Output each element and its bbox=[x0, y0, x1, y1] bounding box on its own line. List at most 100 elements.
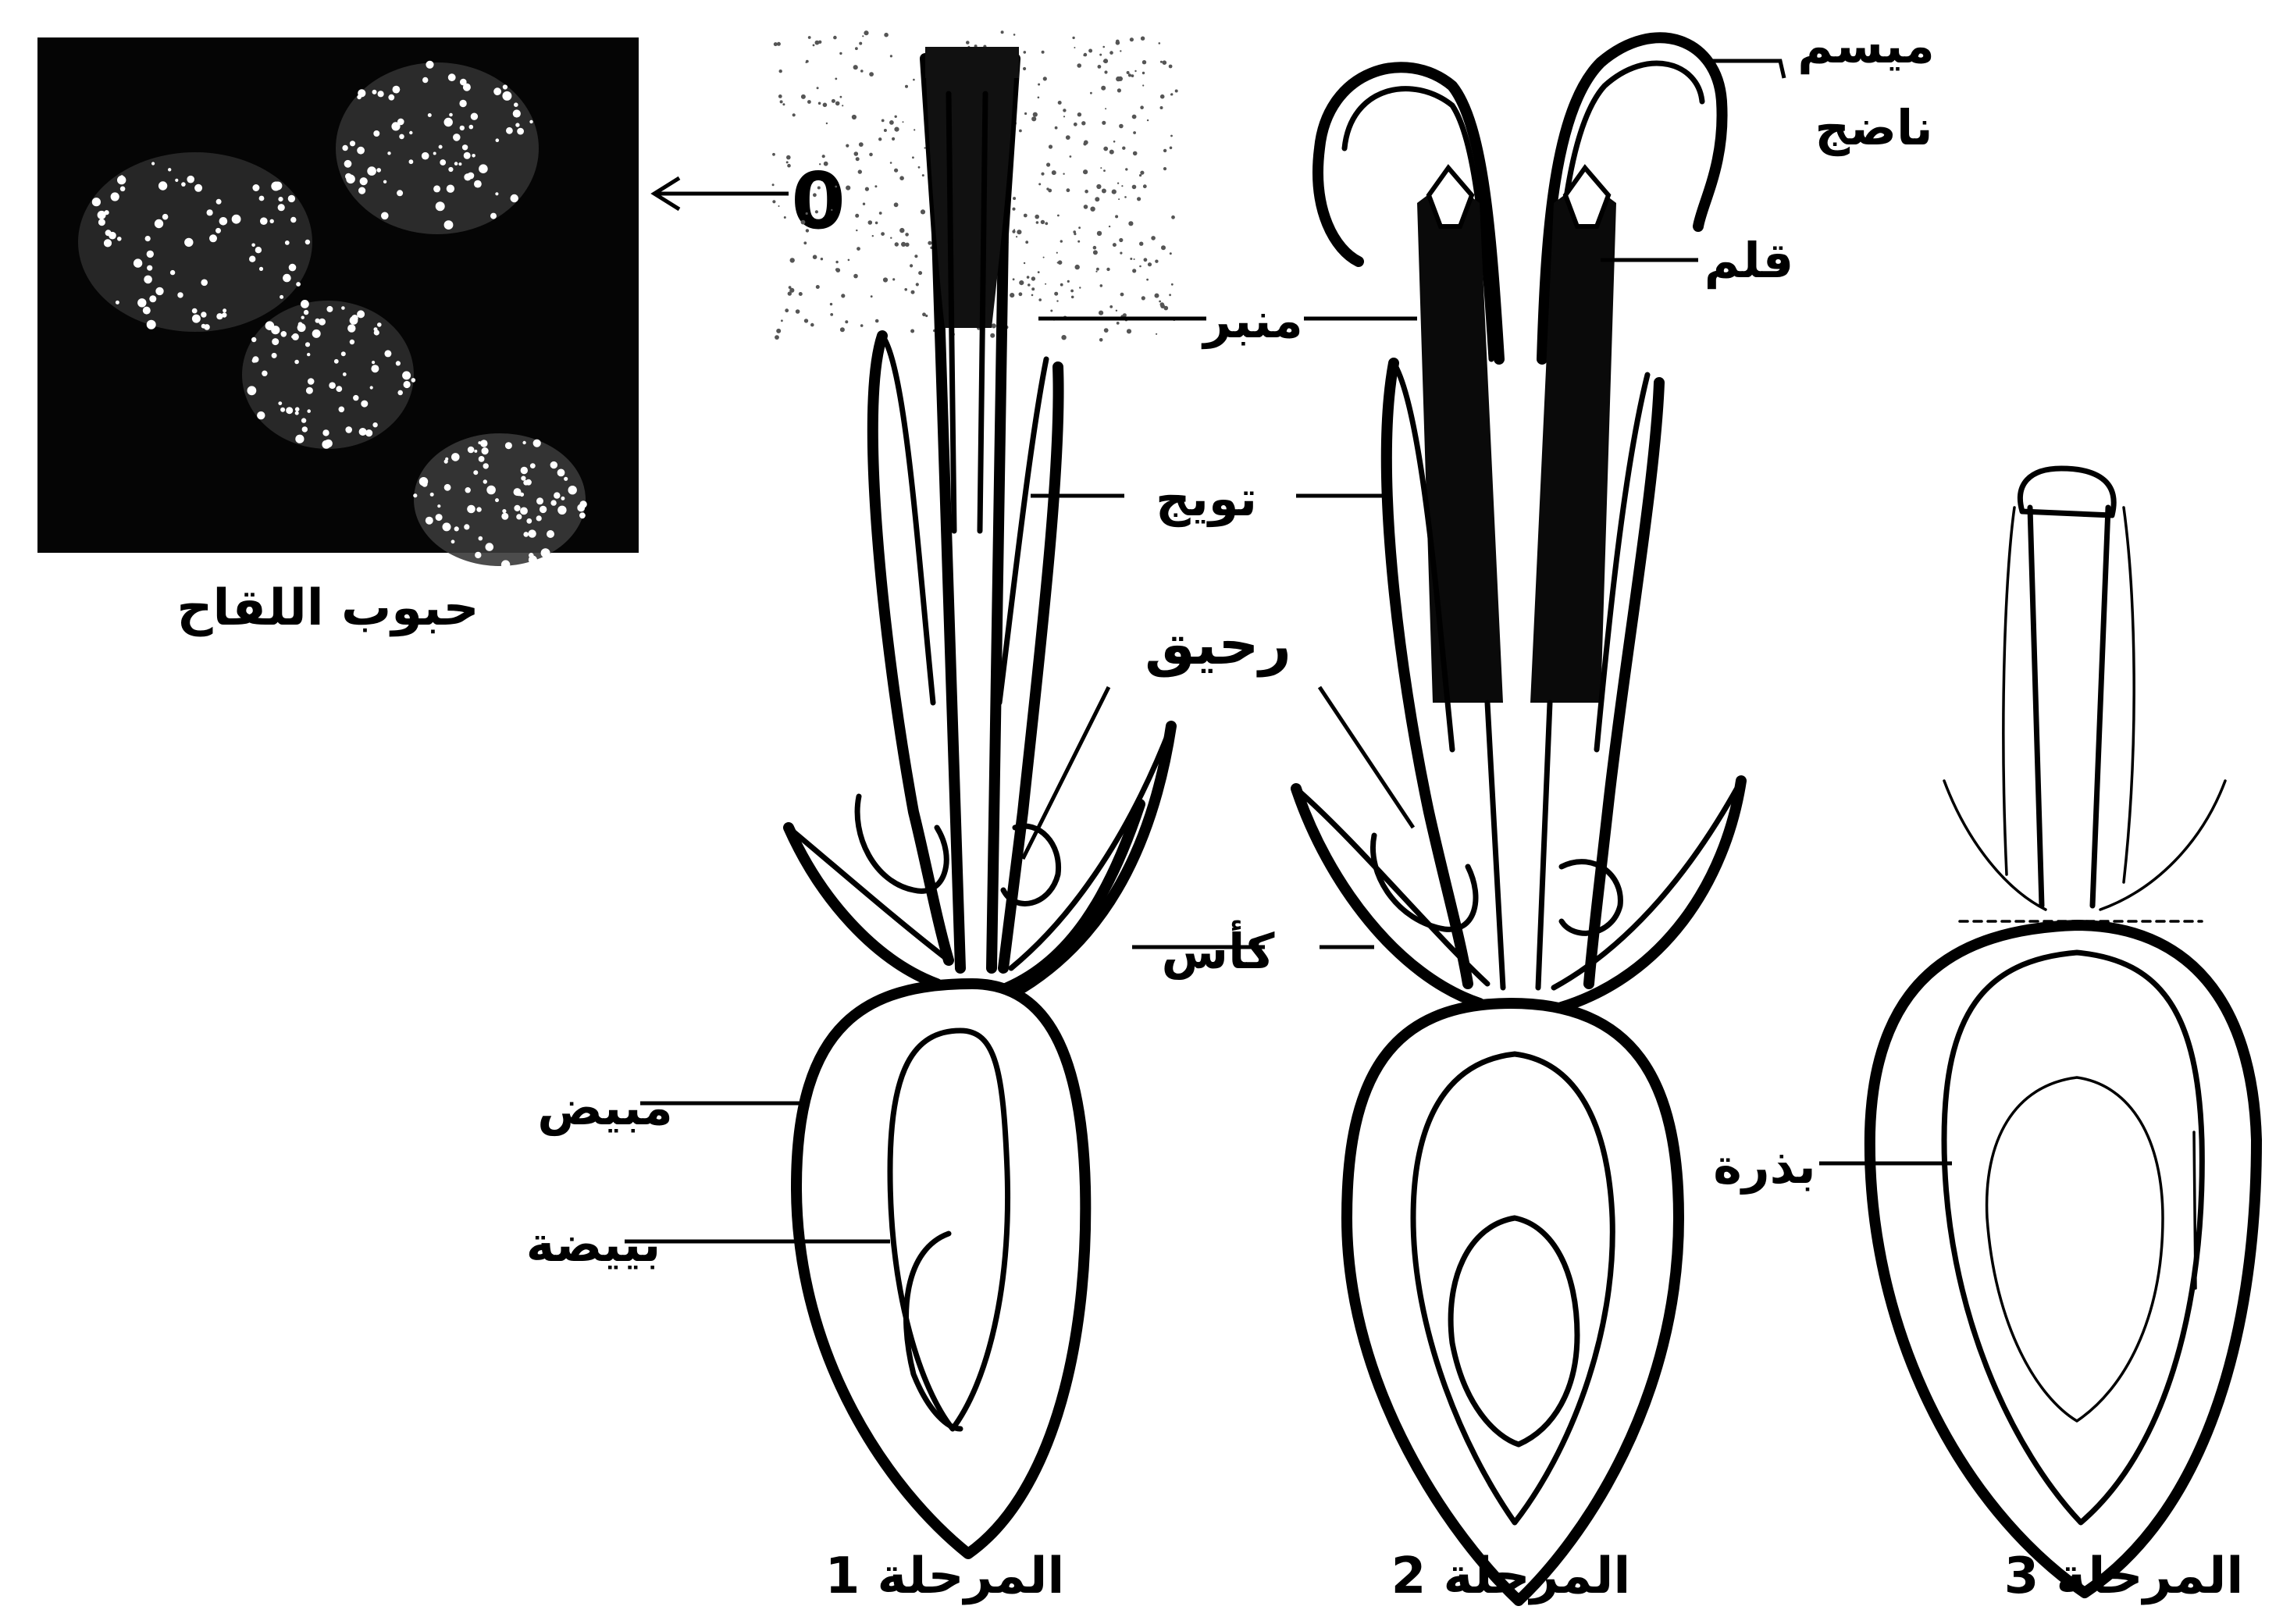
pollen-cloud-dot bbox=[778, 205, 780, 207]
pollen-speck bbox=[288, 195, 295, 202]
pollen-speck bbox=[255, 247, 262, 253]
pollen-cloud-dot bbox=[899, 228, 904, 233]
pollen-speck bbox=[271, 182, 280, 191]
pollen-speck bbox=[184, 238, 193, 247]
pollen-speck bbox=[177, 292, 183, 297]
pollen-cloud-dot bbox=[1038, 183, 1041, 185]
pollen-cloud-dot bbox=[1170, 135, 1173, 137]
pollen-speck bbox=[449, 113, 453, 117]
pollen-cloud-dot bbox=[1134, 258, 1135, 260]
pollen-cloud-dot bbox=[1013, 197, 1016, 200]
pollen-cloud-dot bbox=[852, 115, 857, 119]
pollen-cloud-dot bbox=[1143, 184, 1147, 188]
pollen-cloud-dot bbox=[835, 261, 838, 263]
pollen-speck bbox=[305, 342, 310, 347]
pollen-cloud-dot bbox=[1100, 284, 1103, 287]
pollen-speck bbox=[411, 378, 416, 383]
stage1-label: المرحلة 1 bbox=[825, 1547, 1065, 1605]
pollen-speck bbox=[469, 125, 474, 130]
pollen-speck bbox=[554, 492, 560, 498]
pollen-cloud-dot bbox=[905, 233, 909, 237]
pollen-cloud-dot bbox=[1139, 174, 1142, 176]
pollen-cloud-dot bbox=[1119, 124, 1124, 129]
pollen-speck bbox=[259, 267, 263, 271]
pollen-speck bbox=[259, 196, 265, 201]
label-ovule: بييضة bbox=[526, 1216, 661, 1273]
pollen-cloud-dot bbox=[778, 94, 782, 98]
pollen-cloud-dot bbox=[862, 35, 864, 37]
pollen-cloud-dot bbox=[824, 162, 828, 166]
pollen-cloud-dot bbox=[822, 155, 825, 158]
pollen-cloud-dot bbox=[916, 283, 919, 286]
pollen-cloud-dot bbox=[1116, 40, 1120, 44]
pollen-speck bbox=[474, 180, 482, 188]
pollen-speck bbox=[175, 179, 178, 182]
pollen-speck bbox=[357, 147, 365, 155]
pollen-speck bbox=[252, 358, 256, 362]
pollen-speck bbox=[483, 479, 487, 483]
pollen-cloud-dot bbox=[1099, 338, 1103, 342]
pollen-cloud-dot bbox=[1048, 189, 1052, 193]
pollen-speck bbox=[465, 487, 471, 493]
pollen-cloud-dot bbox=[901, 242, 906, 247]
pollen-cloud-dot bbox=[1084, 205, 1088, 209]
pollen-speck bbox=[557, 469, 565, 477]
pollen-speck bbox=[192, 315, 201, 323]
pollen-cloud-dot bbox=[890, 162, 892, 164]
pollen-speck bbox=[426, 517, 433, 525]
pollen-cloud-dot bbox=[1130, 37, 1134, 41]
pollen-cloud-dot bbox=[1117, 183, 1119, 184]
pollen-speck bbox=[278, 197, 283, 201]
pollen-cloud-dot bbox=[846, 144, 849, 148]
pollen-cloud-dot bbox=[1102, 189, 1106, 194]
pollen-speck bbox=[502, 91, 511, 101]
pollen-cloud-dot bbox=[1163, 60, 1167, 65]
pollen-speck bbox=[158, 181, 167, 190]
pollen-speck bbox=[265, 321, 275, 330]
pollen-cloud-dot bbox=[1057, 215, 1060, 217]
pollen-cloud-dot bbox=[1078, 226, 1081, 229]
part-labels: ميسم ناضج قلم منبر تويج رحيق كأس مبيض بي… bbox=[526, 17, 1935, 1273]
pollen-cloud-dot bbox=[1127, 71, 1130, 74]
pollen-speck bbox=[476, 507, 481, 511]
pollen-speck bbox=[272, 353, 277, 358]
pollen-speck bbox=[454, 526, 459, 531]
pollen-cloud-dot bbox=[839, 52, 842, 55]
pollen-cloud-dot bbox=[1073, 230, 1076, 233]
pollen-cloud-dot bbox=[1041, 173, 1044, 176]
pollen-speck bbox=[181, 182, 186, 187]
pollen-cloud-dot bbox=[864, 30, 868, 35]
pollen-speck bbox=[480, 440, 487, 447]
pollen-cloud-dot bbox=[875, 319, 879, 323]
pollen-cloud-dot bbox=[892, 278, 895, 280]
pollen-cloud-dot bbox=[832, 99, 835, 103]
pollen-speck bbox=[490, 213, 497, 219]
pollen-speck bbox=[260, 217, 268, 225]
pollen-cloud-dot bbox=[859, 142, 864, 147]
pollen-speck bbox=[359, 428, 367, 436]
pollen-cloud-dot bbox=[1120, 293, 1124, 297]
pollen-speck bbox=[387, 151, 390, 155]
pollen-speck bbox=[162, 214, 169, 220]
pollen-cloud-dot bbox=[1060, 283, 1063, 287]
pollen-speck bbox=[451, 540, 455, 543]
pollen-cloud-dot bbox=[1033, 112, 1038, 117]
pollen-cloud-dot bbox=[1043, 77, 1047, 80]
pollen-speck bbox=[547, 530, 554, 538]
pollen-cloud-dot bbox=[1160, 302, 1165, 307]
pollen-cloud-dot bbox=[869, 153, 873, 157]
pollen-cloud-dot bbox=[1163, 149, 1166, 152]
pollen-cloud-dot bbox=[903, 121, 904, 123]
pollen-cloud-dot bbox=[1159, 301, 1161, 303]
pollen-speck bbox=[506, 127, 513, 134]
pollen-speck bbox=[372, 361, 375, 364]
pollen-cloud-dot bbox=[855, 47, 858, 50]
pollen-cloud-dot bbox=[1109, 150, 1114, 155]
pollen-speck bbox=[473, 470, 478, 475]
pollen-speck bbox=[505, 442, 512, 449]
pollen-cloud-dot bbox=[819, 163, 821, 165]
pollen-speck bbox=[430, 493, 434, 497]
pollen-cloud-dot bbox=[924, 147, 926, 148]
pollen-speck bbox=[460, 126, 465, 130]
pollen-cloud-dot bbox=[1133, 131, 1136, 134]
